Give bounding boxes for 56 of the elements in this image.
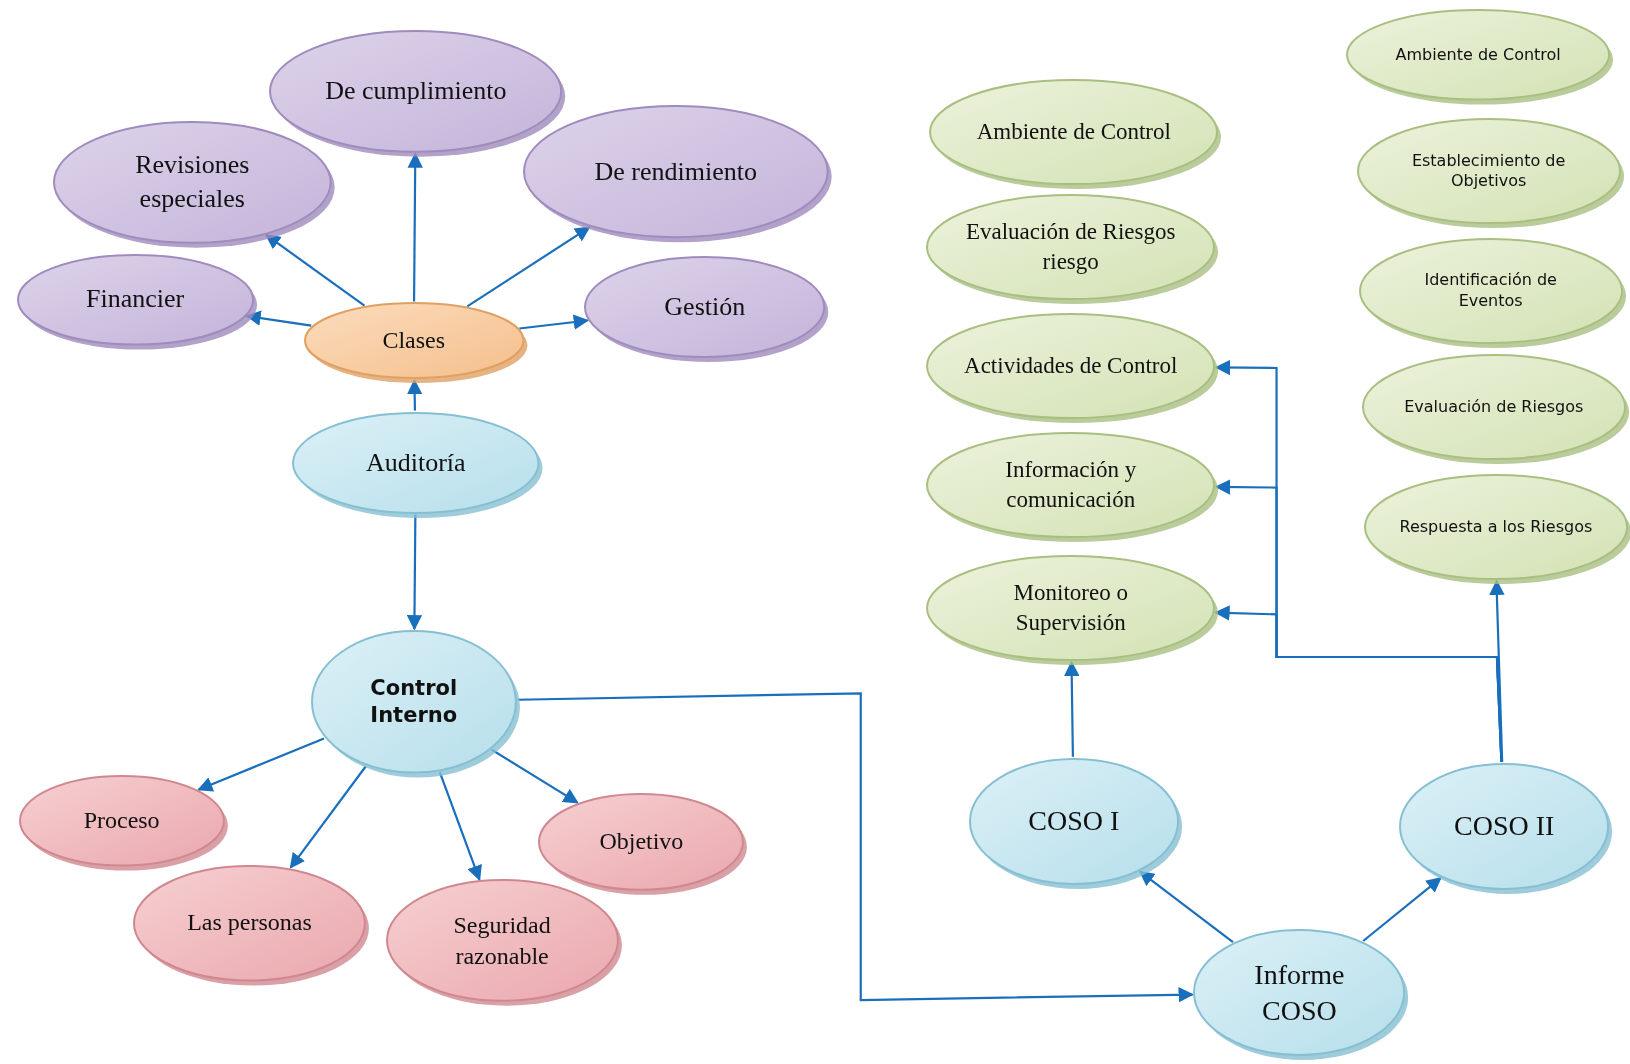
oval-node <box>583 254 827 359</box>
node-label: Control Interno <box>369 674 459 729</box>
oval-node <box>1360 353 1627 462</box>
oval-node <box>51 119 333 245</box>
oval-node <box>15 252 255 347</box>
node-label: Ambiente de Control <box>975 118 1172 147</box>
node-label: Establecimiento de Objetivos <box>1410 150 1567 193</box>
oval-node <box>1357 237 1624 346</box>
oval-node <box>521 103 830 240</box>
oval-node <box>309 628 518 775</box>
node-label: De cumplimiento <box>324 75 508 108</box>
oval-node <box>291 410 541 515</box>
oval-node <box>1192 928 1407 1058</box>
node-label: Evaluación de Riesgos riesgo <box>964 218 1177 277</box>
node-label: Seguridad razonable <box>452 910 552 971</box>
arrow <box>1362 877 1442 942</box>
node-label: Información y comunicación <box>1004 456 1138 515</box>
oval-node <box>1398 761 1611 891</box>
arrow <box>197 737 325 792</box>
oval-node <box>537 792 746 892</box>
node-label: Proceso <box>82 806 161 836</box>
node-label: Auditoría <box>364 446 467 479</box>
node-label: COSO II <box>1453 809 1556 844</box>
oval-node <box>17 774 226 868</box>
oval-node <box>925 193 1217 302</box>
node-label: Objetivo <box>598 827 685 857</box>
oval-node <box>925 311 1217 420</box>
oval-node <box>925 554 1217 663</box>
node-label: Respuesta a los Riesgos <box>1398 516 1594 538</box>
oval-node <box>928 77 1220 187</box>
node-label: Las personas <box>186 908 313 938</box>
oval-node <box>302 301 525 381</box>
node-label: Clases <box>381 326 447 356</box>
node-label: Financier <box>85 283 186 316</box>
node-label: Monitoreo o Supervisión <box>1012 579 1129 638</box>
node-label: Informe COSO <box>1253 957 1346 1028</box>
oval-node <box>1345 8 1612 102</box>
node-label: Gestión <box>663 290 747 323</box>
arrow <box>519 314 590 330</box>
node-label: De rendimiento <box>593 155 758 188</box>
arrow <box>517 692 1194 1003</box>
arrow <box>466 226 591 308</box>
oval-node <box>1362 473 1629 582</box>
oval-node <box>925 431 1217 540</box>
oval-node <box>268 29 564 154</box>
oval-node <box>384 878 620 1004</box>
node-label: COSO I <box>1027 804 1121 838</box>
oval-node <box>1355 117 1622 226</box>
node-label: Identificación de Eventos <box>1423 270 1558 312</box>
oval-node <box>967 756 1180 886</box>
node-label: Actividades de Control <box>963 351 1179 380</box>
node-label: Revisiones especiales <box>134 149 251 215</box>
oval-node <box>132 863 367 983</box>
node-label: Ambiente de Control <box>1394 44 1562 66</box>
node-label: Evaluación de Riesgos <box>1403 397 1585 418</box>
arrow <box>289 765 367 869</box>
